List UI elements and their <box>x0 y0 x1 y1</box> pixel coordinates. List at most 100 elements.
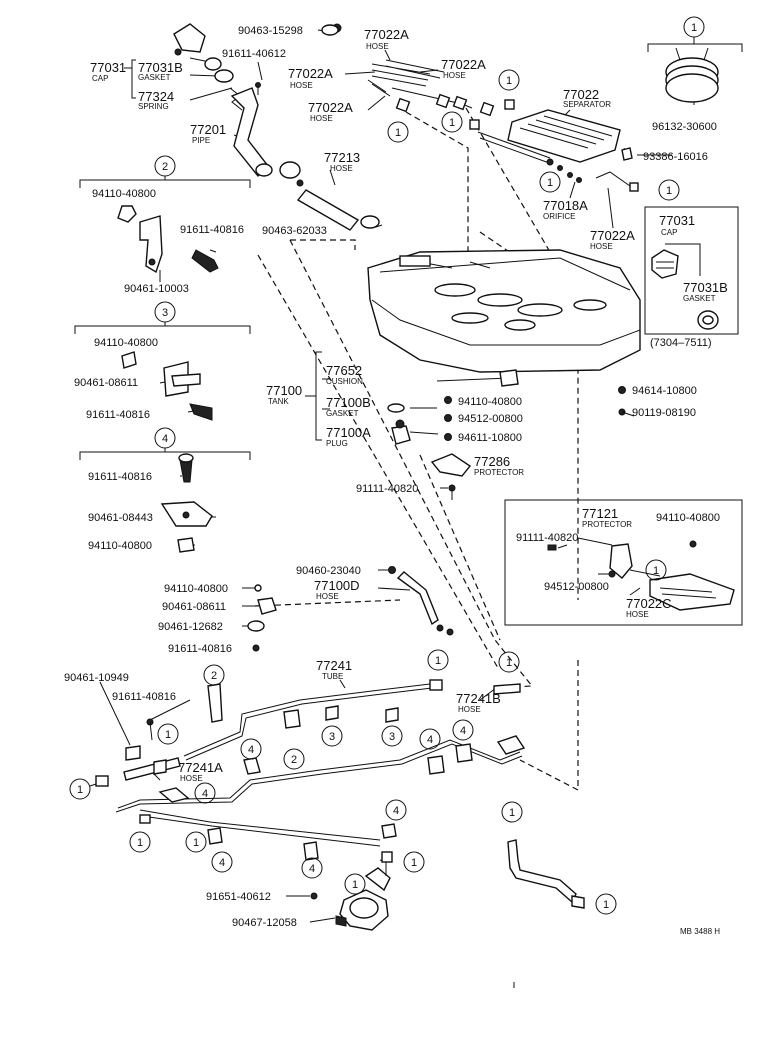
label-text: 90461-08443 <box>88 512 153 524</box>
label-text: PROTECTOR <box>582 520 632 529</box>
label-text: HOSE <box>590 242 613 251</box>
label-text: 90461-10949 <box>64 672 129 684</box>
label-text: 93386-16016 <box>643 151 708 163</box>
drawing-code: MB 3488 H <box>680 927 720 936</box>
label-text: 1 <box>691 22 697 34</box>
part-label-90461-08611-h: 90461-08611 <box>162 601 226 613</box>
label-text: 4 <box>202 788 208 800</box>
part-label-94110-40800-h: 94110-40800 <box>164 583 228 595</box>
label-text: 90461-12682 <box>158 621 223 633</box>
label-text: 94512-00800 <box>544 581 609 593</box>
group-marker-3-header: 3 <box>154 301 176 323</box>
label-text: HOSE <box>330 164 353 173</box>
part-label-91611-40816-t: 91611-40816 <box>112 691 176 703</box>
label-text: 77022A <box>308 100 353 115</box>
label-text: 77031B <box>138 60 183 75</box>
label-text: 2 <box>291 754 297 766</box>
label-text: GASKET <box>138 73 171 82</box>
group-marker-4: 4 <box>301 857 323 879</box>
part-label-90461-08443: 90461-08443 <box>88 512 153 524</box>
label-text: 77018A <box>543 198 588 213</box>
label-text: 77022A <box>441 57 486 72</box>
label-text: 90461-10003 <box>124 283 189 295</box>
label-text: ORIFICE <box>543 212 575 221</box>
label-text: 1 <box>506 75 512 87</box>
label-text: 4 <box>393 805 399 817</box>
group-marker-1: 1 <box>658 179 680 201</box>
label-text: 90463-15298 <box>238 25 303 37</box>
label-text: 4 <box>248 744 254 756</box>
group-marker-1: 1 <box>157 723 179 745</box>
label-text: 4 <box>427 734 433 746</box>
label-text: 77022A <box>288 66 333 81</box>
label-text: TUBE <box>322 672 343 681</box>
label-text: HOSE <box>366 42 389 51</box>
part-label-date-range: (7304–7511) <box>650 337 712 349</box>
group-marker-1: 1 <box>498 651 520 673</box>
group-brackets <box>74 37 743 626</box>
part-label-91611-40816-g3: 91611-40816 <box>86 409 150 421</box>
label-text: 77213 <box>324 150 360 165</box>
tank-fasteners <box>387 369 635 500</box>
label-text: 4 <box>460 725 466 737</box>
label-text: 90461-08611 <box>74 377 138 389</box>
label-text: HOSE <box>626 610 649 619</box>
group-marker-1: 1 <box>498 69 520 91</box>
label-text: 77031 <box>659 213 695 228</box>
group-marker-1: 1 <box>69 778 91 800</box>
label-text: 77241 <box>316 658 352 673</box>
label-text: 77100A <box>326 425 371 440</box>
label-text: TANK <box>268 397 289 406</box>
label-text: 1 <box>435 655 441 667</box>
label-text: GASKET <box>326 409 359 418</box>
leader-lines <box>89 29 695 923</box>
label-text: 77022C <box>626 596 672 611</box>
label-text: 1 <box>653 565 659 577</box>
label-text: 96132-30600 <box>652 121 717 133</box>
label-text: 94110-40800 <box>94 337 158 349</box>
filler-neck-assembly <box>173 23 515 231</box>
label-text: 94110-40800 <box>656 512 720 524</box>
label-text: 77286 <box>474 454 510 469</box>
label-text: 91611-40816 <box>180 224 244 236</box>
part-label-94611-10800: 94611-10800 <box>458 432 522 444</box>
label-text: 77031 <box>90 60 126 75</box>
label-text: 77201 <box>190 122 226 137</box>
hose-77100d <box>247 566 454 652</box>
group-marker-4-header: 4 <box>154 427 176 449</box>
label-text: 1 <box>77 784 83 796</box>
part-label-91611-40816-h: 91611-40816 <box>168 643 232 655</box>
label-text: 4 <box>219 857 225 869</box>
label-text: GASKET <box>683 294 716 303</box>
label-text: 77022 <box>563 87 599 102</box>
part-label-94512-00800-p: 94512-00800 <box>544 581 609 593</box>
part-label-90463-62033: 90463-62033 <box>262 225 327 237</box>
part-label-94110-40800: 94110-40800 <box>92 188 156 200</box>
group-marker-1: 1 <box>129 831 151 853</box>
label-text: 1 <box>395 127 401 139</box>
label-text: 2 <box>162 161 168 173</box>
label-text: 77022A <box>590 228 635 243</box>
label-text: 91111-40820 <box>356 483 418 495</box>
label-text: HOSE <box>443 71 466 80</box>
brackets-left <box>117 205 219 553</box>
dashed-connections <box>254 107 581 791</box>
part-label-91111-40820-p: 91111-40820 <box>516 532 578 544</box>
label-text: 91611-40816 <box>112 691 176 703</box>
label-text: 94614-10800 <box>632 385 697 397</box>
